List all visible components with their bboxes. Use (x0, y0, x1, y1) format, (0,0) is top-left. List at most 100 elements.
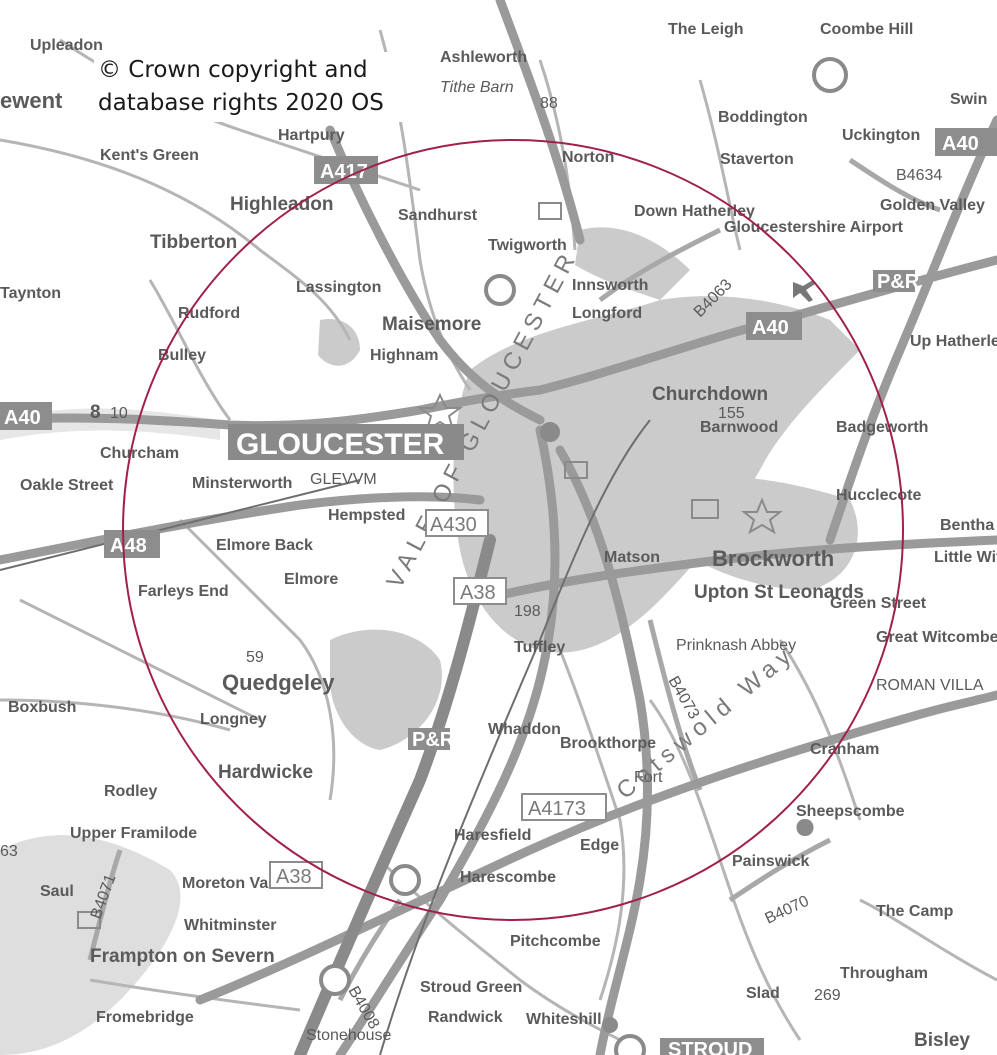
label-swin: Swin (950, 91, 987, 108)
label-upton-st-leonards: Upton St Leonards (694, 582, 864, 603)
label-gloucestershire-airport: Gloucestershire Airport (724, 219, 904, 236)
svg-text:STROUD: STROUD (668, 1039, 752, 1055)
copyright-notice: © Crown copyright and database rights 20… (94, 52, 432, 122)
label-ashleworth: Ashleworth (440, 49, 527, 66)
label-kents-green: Kent's Green (100, 147, 199, 164)
shield-a430: A430 (425, 509, 489, 537)
spot-height-88: 88 (540, 95, 558, 112)
label-elmore-back: Elmore Back (216, 537, 313, 554)
spot-height-59: 59 (246, 649, 264, 666)
shield-stroud: STROUD (660, 1038, 764, 1055)
label-lassington: Lassington (296, 279, 381, 296)
copyright-line-2: database rights 2020 OS (98, 90, 384, 116)
label-cranham: Cranham (810, 741, 879, 758)
label-farleys-end: Farleys End (138, 583, 229, 600)
label-quedgeley: Quedgeley (222, 670, 335, 695)
shield-a40-ne: A40 (935, 128, 997, 156)
label-elmore: Elmore (284, 571, 338, 588)
label-whaddon: Whaddon (488, 721, 561, 738)
railway (0, 419, 651, 1055)
label-barnwood: Barnwood (700, 419, 778, 436)
label-glevvm: GLEVVM (310, 471, 377, 488)
label-little-witcombe: Little Witcon (934, 549, 997, 566)
label-longford: Longford (572, 305, 642, 322)
spot-height-198: 198 (514, 603, 541, 620)
study-area-circle (122, 139, 904, 921)
label-upleadon: Upleadon (30, 37, 103, 54)
shield-a4173: A4173 (521, 793, 607, 821)
road-b4634: B4634 (896, 167, 942, 184)
label-great-witcombe: Great Witcombe (876, 629, 997, 646)
svg-text:P&R: P&R (412, 729, 455, 751)
city-label-gloucester: GLOUCESTER (228, 424, 464, 461)
svg-text:A38: A38 (460, 582, 496, 604)
label-bisley: Bisley (914, 1030, 970, 1051)
label-sandhurst: Sandhurst (398, 207, 478, 224)
label-badgeworth: Badgeworth (836, 419, 928, 436)
label-minsterworth: Minsterworth (192, 475, 292, 492)
label-whiteshill: Whiteshill (526, 1011, 602, 1028)
label-green-street: Green Street (830, 595, 927, 612)
spot-height-10: 10 (110, 405, 128, 422)
label-harescombe: Harescombe (460, 869, 556, 886)
label-the-leigh: The Leigh (668, 21, 744, 38)
label-ewent: ewent (0, 88, 63, 113)
svg-text:A40: A40 (4, 407, 41, 429)
airport-icon (793, 280, 815, 302)
label-hucclecote: Hucclecote (836, 487, 921, 504)
label-bulley: Bulley (158, 347, 206, 364)
label-saul: Saul (40, 883, 74, 900)
label-frampton-on-severn: Frampton on Severn (90, 946, 275, 967)
label-randwick: Randwick (428, 1009, 503, 1026)
label-painswick: Painswick (732, 853, 809, 870)
svg-text:A40: A40 (752, 317, 789, 339)
label-througham: Througham (840, 965, 928, 982)
label-staverton: Staverton (720, 151, 794, 168)
label-boddington: Boddington (718, 109, 808, 126)
label-tithe-barn: Tithe Barn (440, 79, 514, 96)
svg-text:A4173: A4173 (528, 798, 586, 820)
label-rodley: Rodley (104, 783, 157, 800)
label-fort: Fort (634, 769, 663, 786)
label-slad: Slad (746, 985, 780, 1002)
label-twigworth: Twigworth (488, 237, 567, 254)
shield-a40-mid: A40 (746, 312, 802, 340)
label-innsworth: Innsworth (572, 277, 648, 294)
label-highnam: Highnam (370, 347, 438, 364)
shield-pr-1: P&R (873, 270, 920, 293)
label-prinknash-abbey: Prinknash Abbey (676, 637, 796, 654)
shield-a48: A48 (104, 530, 160, 558)
shield-a417: A417 (314, 156, 378, 184)
spot-height-63: 63 (0, 843, 18, 860)
label-coombe-hill: Coombe Hill (820, 21, 913, 38)
label-edge: Edge (580, 837, 619, 854)
svg-text:P&R: P&R (877, 271, 920, 293)
label-stonehouse: Stonehouse (306, 1027, 392, 1044)
label-down-hatherley: Down Hatherley (634, 203, 755, 220)
label-pitchcombe: Pitchcombe (510, 933, 601, 950)
svg-text:A430: A430 (430, 514, 477, 536)
label-the-camp: The Camp (876, 903, 954, 920)
label-tibberton: Tibberton (150, 232, 237, 253)
shield-a40-w: A40 (0, 402, 52, 430)
label-oakle-street: Oakle Street (20, 477, 114, 494)
label-bentham: Bentha (940, 517, 994, 534)
label-golden-valley: Golden Valley (880, 197, 985, 214)
label-maisemore: Maisemore (382, 314, 481, 335)
label-haresfield: Haresfield (454, 827, 531, 844)
label-whitminster: Whitminster (184, 917, 276, 934)
shield-a38-sw: A38 (269, 861, 323, 889)
label-matson: Matson (604, 549, 660, 566)
label-churchdown: Churchdown (652, 384, 768, 405)
label-taynton: Taynton (0, 285, 61, 302)
label-uckington: Uckington (842, 127, 920, 144)
label-rudford: Rudford (178, 305, 240, 322)
label-fromebridge: Fromebridge (96, 1009, 194, 1026)
label-brockworth: Brockworth (712, 546, 834, 571)
svg-text:A38: A38 (276, 866, 312, 888)
label-roman-villa: ROMAN VILLA (876, 677, 984, 694)
copyright-line-1: © Crown copyright and (98, 57, 368, 83)
label-hartpury: Hartpury (278, 127, 345, 144)
tourist-symbols (77, 202, 814, 1033)
label-highleadon: Highleadon (230, 194, 333, 215)
